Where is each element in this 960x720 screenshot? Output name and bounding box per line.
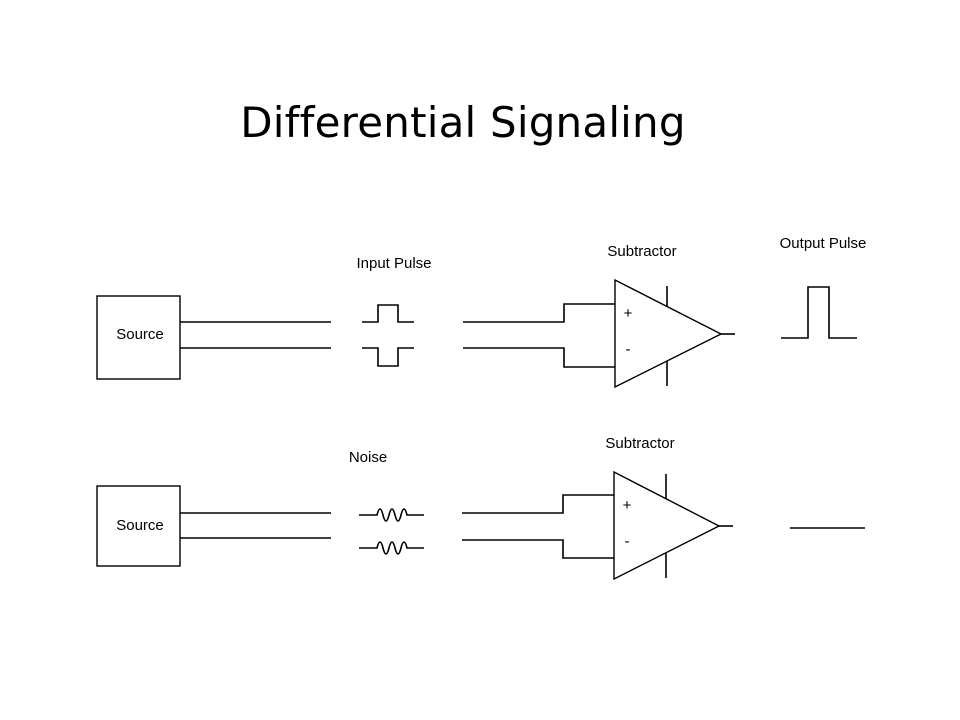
top-plus-sign: + [624, 305, 633, 322]
output-pulse-waveform [781, 286, 857, 339]
top-wire-plus-right [463, 303, 615, 323]
noise-label: Noise [349, 449, 387, 466]
top-source-label: Source [116, 326, 164, 343]
negative-pulse-waveform [362, 347, 414, 367]
bottom-wire-minus-right [462, 539, 614, 559]
top-minus-sign: - [626, 341, 631, 358]
top-source-box [96, 295, 181, 380]
top-subtractor-amplifier [614, 278, 723, 389]
bottom-minus-sign: - [625, 533, 630, 550]
top-wire-minus-right [463, 347, 615, 368]
output-pulse-label: Output Pulse [780, 235, 867, 252]
bottom-row: Source Noise Subtractor + - [96, 435, 865, 581]
bottom-wire-plus-right [462, 494, 614, 514]
bottom-source-label: Source [116, 517, 164, 534]
noise-waveform-bottom [359, 541, 424, 555]
bottom-plus-sign: + [623, 497, 632, 514]
bottom-source-box [96, 485, 181, 567]
bottom-subtractor-amplifier [613, 470, 721, 581]
positive-pulse-waveform [362, 304, 414, 323]
input-pulse-label: Input Pulse [356, 255, 431, 272]
top-row: Source Input Pulse Subtractor + - Output… [96, 235, 867, 389]
bottom-subtractor-label: Subtractor [605, 435, 674, 452]
slide-title: Differential Signaling [240, 98, 686, 147]
noise-waveform-top [359, 508, 424, 522]
top-subtractor-label: Subtractor [607, 243, 676, 260]
